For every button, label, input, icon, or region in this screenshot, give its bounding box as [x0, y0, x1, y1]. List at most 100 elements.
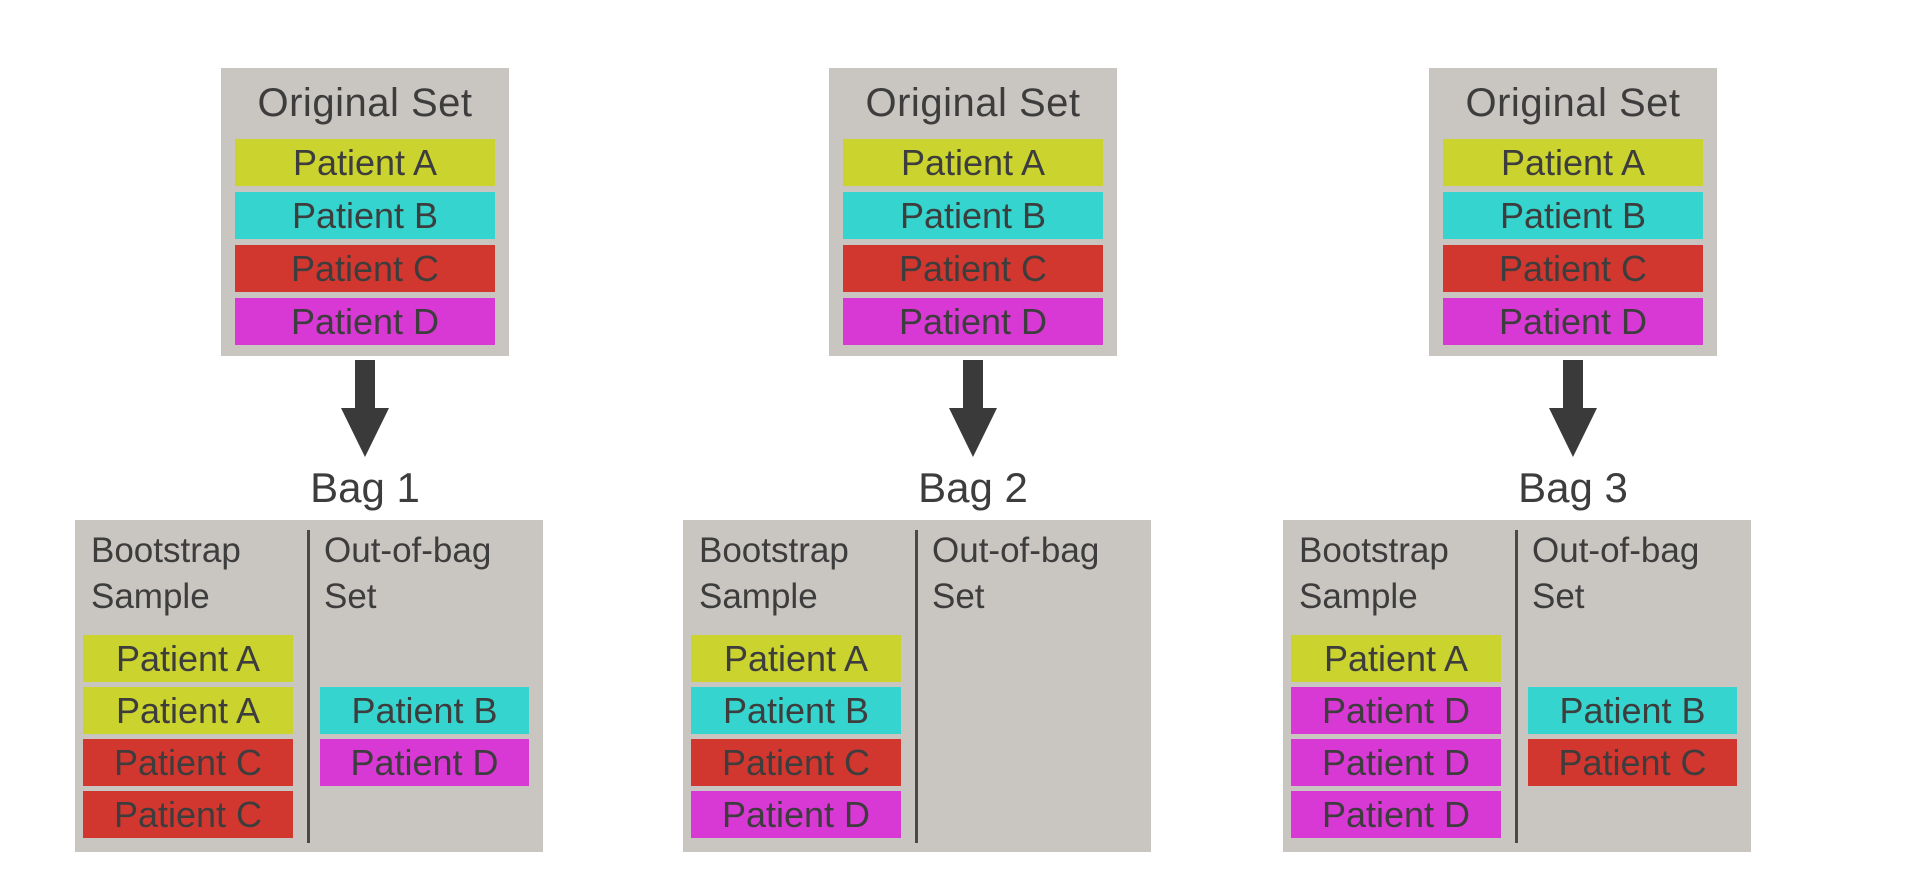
original-set-list: Patient A Patient B Patient C Patient D	[1443, 139, 1703, 345]
patient-row-c: Patient C	[1528, 739, 1737, 786]
bootstrap-sample-list: Patient A Patient A Patient C Patient C	[83, 635, 293, 838]
patient-row-b: Patient B	[843, 192, 1103, 239]
patient-row-c: Patient C	[843, 245, 1103, 292]
patient-row-a: Patient A	[843, 139, 1103, 186]
out-of-bag-list: Patient B Patient D	[320, 635, 529, 786]
patient-row-a: Patient A	[235, 139, 495, 186]
patient-row-label: Patient D	[350, 741, 499, 783]
out-of-bag-section: Out-of-bag Set Patient B Patient D	[309, 520, 543, 852]
patient-row-c: Patient C	[235, 245, 495, 292]
out-of-bag-title: Out-of-bag Set	[1532, 531, 1700, 616]
original-set-box: Original Set Patient A Patient B Patient C…	[1429, 68, 1717, 356]
down-arrow-icon	[949, 360, 997, 457]
patient-row-d: Patient D	[1291, 739, 1501, 786]
out-of-bag-section: Out-of-bag Set Patient B Patient C	[1517, 520, 1751, 852]
patient-row-d: Patient D	[691, 791, 901, 838]
out-of-bag-title: Out-of-bag Set	[324, 531, 492, 616]
patient-row-label: Patient C	[1498, 247, 1648, 289]
patient-row-d: Patient D	[843, 298, 1103, 345]
original-set-list: Patient A Patient B Patient C Patient D	[235, 139, 495, 345]
patient-row-label: Patient B	[899, 194, 1047, 236]
out-of-bag-title: Out-of-bag Set	[932, 531, 1100, 616]
out-of-bag-list	[928, 635, 1137, 687]
patient-row-c: Patient C	[83, 739, 293, 786]
original-set-title: Original Set	[1465, 81, 1681, 125]
patient-row-a: Patient A	[83, 687, 293, 734]
patient-row-b: Patient B	[235, 192, 495, 239]
patient-row-label: Patient C	[113, 741, 263, 783]
arrow-shaft	[963, 360, 983, 410]
patient-row-label: Patient B	[1499, 194, 1647, 236]
patient-row-d: Patient D	[1291, 687, 1501, 734]
patient-row-a: Patient A	[1443, 139, 1703, 186]
patient-row-b: Patient B	[1528, 687, 1737, 734]
original-set-title: Original Set	[257, 81, 473, 125]
patient-row-label: Patient B	[722, 689, 870, 731]
down-arrow-icon	[341, 360, 389, 457]
bagging-column-2: Original Set Patient A Patient B Patient C…	[683, 0, 1153, 884]
patient-row-label: Patient B	[1559, 689, 1706, 731]
patient-row-label: Patient A	[115, 637, 261, 679]
bag-label: Bag 2	[918, 464, 1028, 511]
patient-row-label: Patient A	[115, 689, 261, 731]
patient-row-b: Patient B	[320, 687, 529, 734]
patient-row-label: Patient C	[290, 247, 440, 289]
patient-row-c: Patient C	[1443, 245, 1703, 292]
patient-row-label: Patient D	[1321, 793, 1471, 835]
bag-label: Bag 1	[310, 464, 420, 511]
patient-row-label: Patient C	[113, 793, 263, 835]
patient-row-d: Patient D	[320, 739, 529, 786]
patient-row-label: Patient D	[721, 793, 871, 835]
patient-row-c: Patient C	[691, 739, 901, 786]
bootstrap-sample-title: Bootstrap Sample	[699, 531, 849, 616]
bag-divider	[915, 530, 918, 843]
bagging-column-3: Original Set Patient A Patient B Patient C…	[1283, 0, 1753, 884]
arrow-shaft	[1563, 360, 1583, 410]
patient-row-b: Patient B	[691, 687, 901, 734]
patient-row-label: Patient D	[1321, 689, 1471, 731]
patient-row-a: Patient A	[1291, 635, 1501, 682]
bag-label: Bag 3	[1518, 464, 1628, 511]
original-set-list: Patient A Patient B Patient C Patient D	[843, 139, 1103, 345]
patient-row-d: Patient D	[1291, 791, 1501, 838]
bag-divider	[307, 530, 310, 843]
patient-row-label: Patient A	[1500, 141, 1646, 183]
bootstrap-sample-list: Patient A Patient D Patient D Patient D	[1291, 635, 1501, 838]
patient-row-c: Patient C	[83, 791, 293, 838]
bootstrap-sample-list: Patient A Patient B Patient C Patient D	[691, 635, 901, 838]
patient-row-label: Patient D	[1321, 741, 1471, 783]
bag-divider	[1515, 530, 1518, 843]
patient-row-label: Patient A	[723, 637, 869, 679]
bagging-column-1: Original Set Patient A Patient B Patient C…	[75, 0, 545, 884]
patient-row-label: Patient D	[1498, 300, 1648, 342]
patient-row-d: Patient D	[1443, 298, 1703, 345]
original-set-box: Original Set Patient A Patient B Patient C…	[829, 68, 1117, 356]
patient-row-label: Patient C	[898, 247, 1048, 289]
patient-row-a: Patient A	[691, 635, 901, 682]
arrow-head	[949, 408, 997, 457]
original-set-box: Original Set Patient A Patient B Patient C…	[221, 68, 509, 356]
arrow-head	[341, 408, 389, 457]
patient-row-label: Patient C	[721, 741, 871, 783]
patient-row-label: Patient A	[292, 141, 438, 183]
patient-row-label: Patient C	[1558, 741, 1707, 783]
out-of-bag-list: Patient B Patient C	[1528, 635, 1737, 786]
patient-row-label: Patient A	[900, 141, 1046, 183]
patient-row-label: Patient D	[898, 300, 1048, 342]
original-set-title: Original Set	[865, 81, 1081, 125]
patient-row-label: Patient B	[351, 689, 498, 731]
patient-row-label: Patient A	[1323, 637, 1469, 679]
bootstrap-sample-title: Bootstrap Sample	[91, 531, 241, 616]
patient-row-d: Patient D	[235, 298, 495, 345]
arrow-head	[1549, 408, 1597, 457]
patient-row-label: Patient B	[291, 194, 439, 236]
patient-row-label: Patient D	[290, 300, 440, 342]
patient-row-a: Patient A	[83, 635, 293, 682]
